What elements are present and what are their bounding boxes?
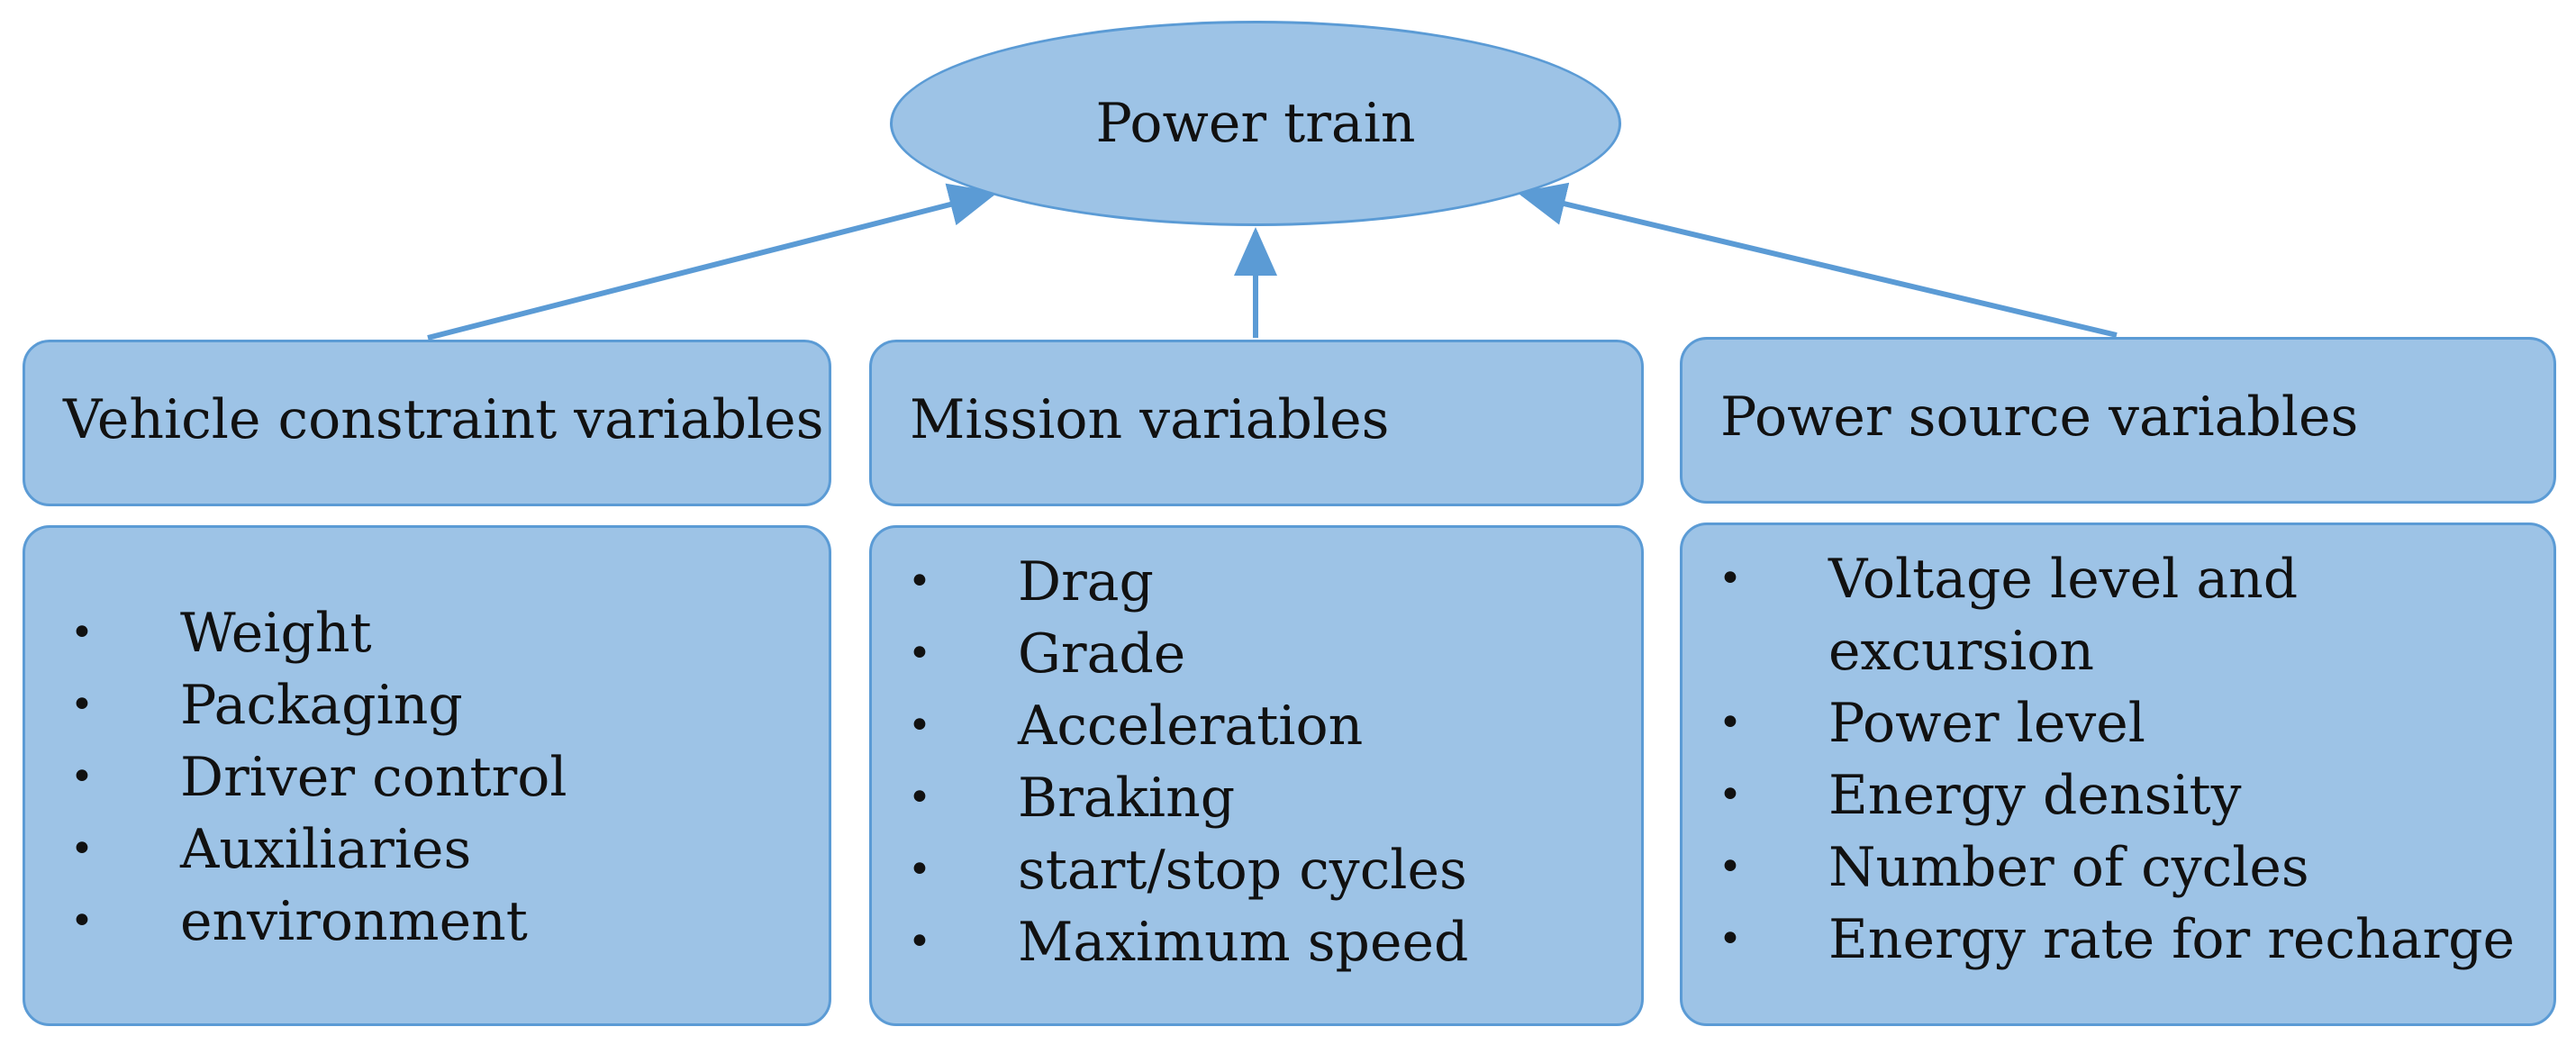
vehicle-constraint-list-box: Weight Packaging Driver control Auxiliar… — [23, 525, 831, 1026]
vehicle-constraint-list: Weight Packaging Driver control Auxiliar… — [25, 597, 567, 958]
list-item: Drag — [863, 546, 1468, 618]
power-source-list-box: Voltage level and excursion Power level … — [1680, 522, 2556, 1026]
arrow-vehicle-to-powertrain — [427, 183, 998, 341]
list-item: Acceleration — [863, 690, 1468, 762]
mission-header: Mission variables — [869, 340, 1644, 506]
list-item: Grade — [863, 618, 1468, 690]
arrow-power-source-to-powertrain — [1517, 182, 2118, 338]
list-item: Energy density — [1673, 759, 2515, 831]
mission-header-label: Mission variables — [910, 387, 1390, 451]
list-item: excursion — [1828, 620, 2095, 683]
power-train-label: Power train — [1095, 92, 1416, 155]
list-item: Braking — [863, 762, 1468, 834]
list-item: Weight — [25, 597, 567, 669]
power-source-list: Voltage level and excursion Power level … — [1673, 543, 2515, 976]
mission-list-box: Drag Grade Acceleration Braking start/st… — [869, 525, 1644, 1026]
mission-list: Drag Grade Acceleration Braking start/st… — [863, 546, 1468, 978]
list-item: Voltage level and — [1673, 543, 2515, 615]
list-item: Number of cycles — [1673, 831, 2515, 904]
list-item: environment — [25, 886, 567, 958]
list-item: Energy rate for recharge — [1673, 904, 2515, 976]
list-item: Packaging — [25, 669, 567, 741]
list-item: start/stop cycles — [863, 834, 1468, 906]
list-item: Maximum speed — [863, 906, 1468, 978]
list-item: Auxiliaries — [25, 813, 567, 886]
list-item: Driver control — [25, 741, 567, 813]
vehicle-constraint-header: Vehicle constraint variables — [23, 340, 831, 506]
power-train-node: Power train — [890, 21, 1621, 226]
list-item: Power level — [1673, 687, 2515, 759]
power-source-header-label: Power source variables — [1720, 385, 2359, 449]
vehicle-constraint-header-label: Vehicle constraint variables — [63, 387, 824, 451]
power-source-header: Power source variables — [1680, 337, 2556, 504]
